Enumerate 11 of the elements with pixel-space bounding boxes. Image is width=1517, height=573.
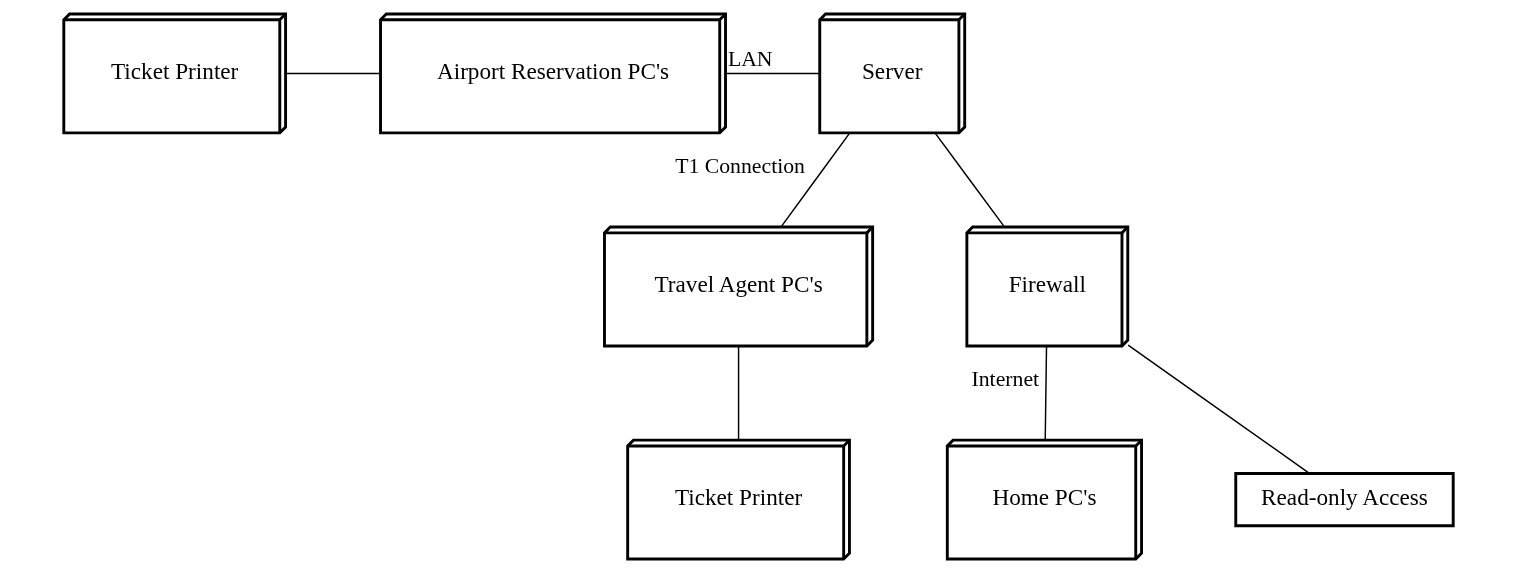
connector xyxy=(737,345,740,441)
connector xyxy=(780,132,851,228)
edge-label: Internet xyxy=(971,366,1040,391)
connector xyxy=(1127,344,1311,475)
edge-label: T1 Connection xyxy=(675,153,805,178)
connector xyxy=(934,132,1006,228)
connector xyxy=(725,72,821,75)
connector xyxy=(1044,345,1048,441)
connector xyxy=(285,72,382,75)
node-box: Read-only Access xyxy=(1234,472,1455,528)
edge-label: LAN xyxy=(727,47,773,72)
